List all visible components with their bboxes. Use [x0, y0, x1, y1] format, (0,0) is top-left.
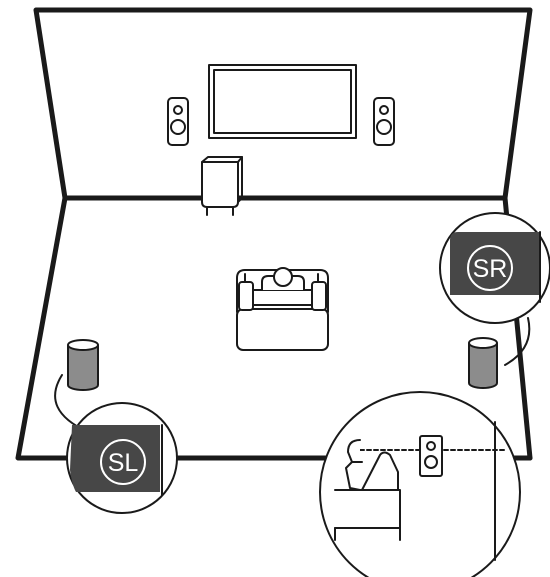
surround-left-speaker: [67, 339, 99, 391]
sl-badge: [100, 439, 146, 485]
sl-callout: [54, 374, 178, 514]
sr-callout: [439, 212, 550, 366]
surround-right-speaker: [468, 337, 498, 389]
front-right-speaker: [373, 97, 395, 146]
side-view-detail: [319, 391, 521, 577]
subwoofer: [201, 156, 243, 216]
front-left-speaker: [167, 97, 189, 146]
sr-badge: [467, 245, 513, 291]
sl-label: SL: [108, 449, 139, 477]
sr-label: SR: [473, 255, 508, 283]
sofa-with-listener: [236, 267, 329, 351]
tv: [208, 64, 357, 139]
